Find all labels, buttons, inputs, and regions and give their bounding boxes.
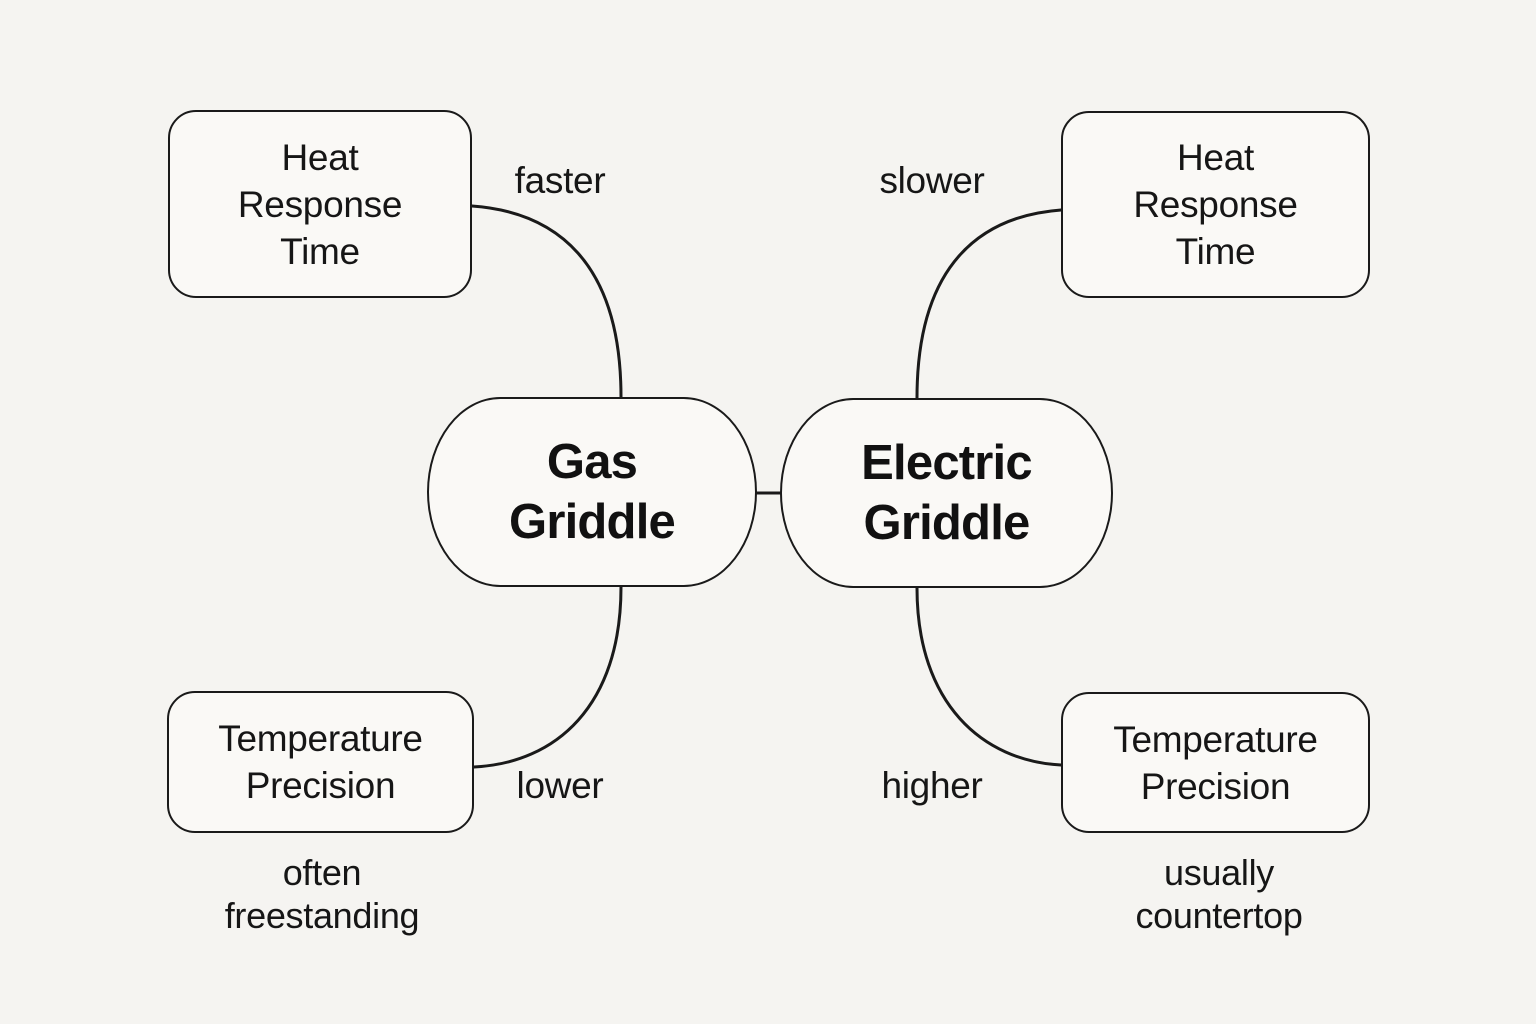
annotation-gas-often-freestanding: often freestanding (224, 852, 420, 936)
box-heat-response-time-electric-label: Heat Response Time (1133, 137, 1298, 272)
edge-electric-temperature-precision (915, 586, 1063, 767)
edge-gas-temperature-precision (472, 585, 623, 769)
box-temperature-precision-electric-label: Temperature Precision (1113, 718, 1318, 807)
edge-label-lower: lower (516, 765, 604, 806)
node-electric-griddle-label: Electric Griddle (861, 436, 1032, 550)
box-temperature-precision-gas-label: Temperature Precision (218, 718, 423, 806)
box-heat-response-time-gas: Heat Response Time (168, 110, 472, 298)
box-heat-response-time-electric: Heat Response Time (1061, 111, 1370, 298)
edge-label-faster: faster (514, 160, 606, 201)
box-temperature-precision-electric: Temperature Precision (1061, 692, 1370, 833)
node-gas-griddle: Gas Griddle (427, 397, 757, 587)
edge-electric-heat-response-time (915, 208, 1063, 400)
box-heat-response-time-gas-label: Heat Response Time (237, 136, 403, 272)
edge-gas-heat-response-time (470, 204, 623, 399)
edge-label-slower: slower (879, 160, 985, 201)
edge-label-higher: higher (881, 765, 983, 806)
annotation-electric-usually-countertop: usually countertop (1135, 852, 1303, 936)
box-temperature-precision-gas: Temperature Precision (167, 691, 474, 833)
node-electric-griddle: Electric Griddle (780, 398, 1113, 588)
node-gas-griddle-label: Gas Griddle (509, 435, 676, 549)
